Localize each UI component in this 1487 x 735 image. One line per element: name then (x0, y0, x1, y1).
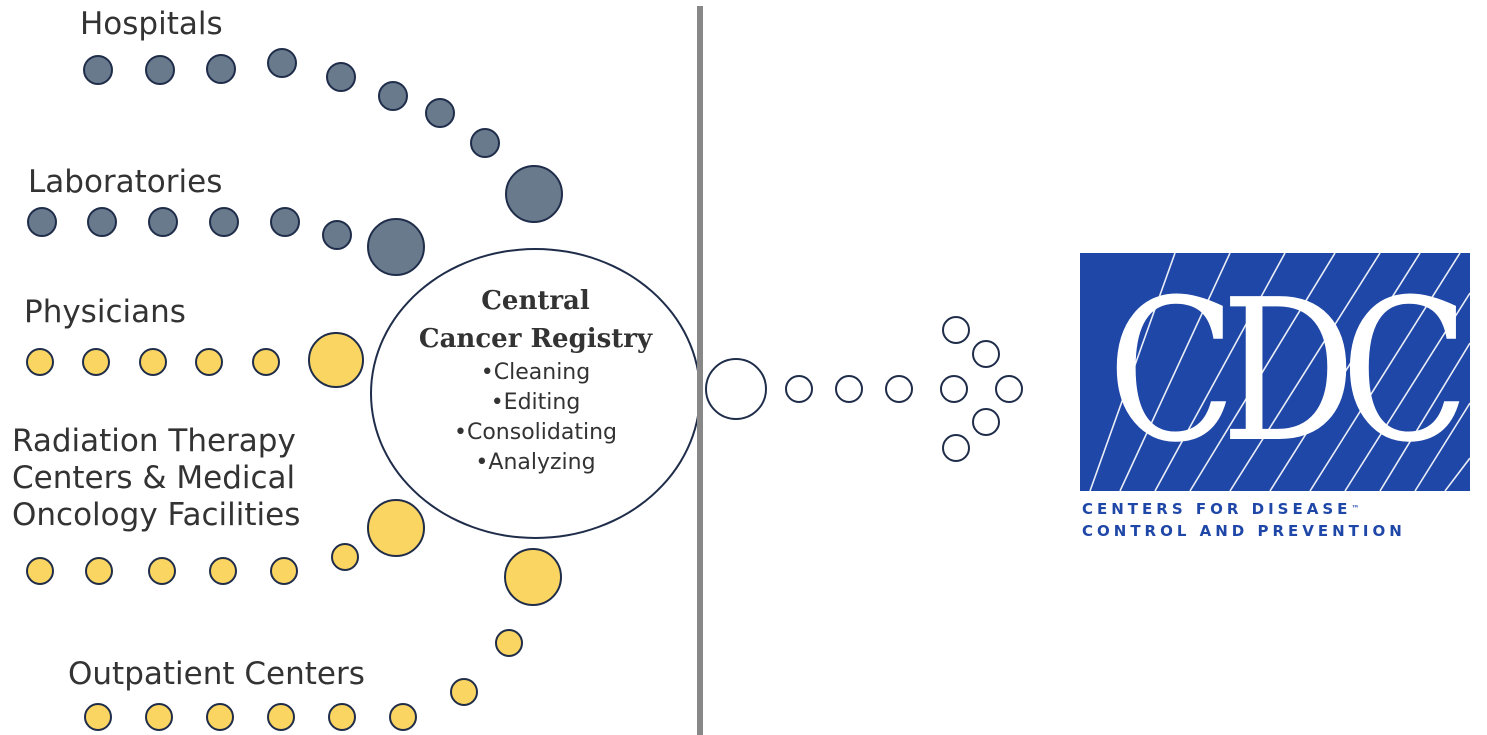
laboratories-flow (27, 207, 425, 276)
registry-step: •Analyzing (475, 450, 596, 475)
logo-tagline: CENTERS FOR DISEASE™ CONTROL AND PREVENT… (1082, 498, 1482, 542)
dot (26, 557, 54, 585)
label-line: Physicians (24, 294, 186, 330)
dot (145, 703, 173, 731)
output-flow (705, 316, 1023, 462)
dot (252, 348, 280, 376)
dot (504, 548, 562, 606)
dot (87, 207, 117, 237)
tagline-line-2: CONTROL AND PREVENTION (1082, 522, 1406, 540)
dot (206, 703, 234, 731)
label-line: Oncology Facilities (12, 497, 301, 533)
dot (148, 207, 178, 237)
dot (705, 358, 767, 420)
dot (270, 207, 300, 237)
source-label-radiation: Radiation Therapy Centers & Medical Onco… (12, 423, 300, 534)
registry-title-line: Central (481, 286, 590, 316)
dot (209, 207, 239, 237)
dot (835, 375, 863, 403)
dot (940, 375, 968, 403)
dot (308, 332, 364, 388)
dot (425, 98, 455, 128)
registry-title: Central Cancer Registry (370, 282, 701, 358)
dot (267, 48, 297, 78)
logo-letters: CDC (1107, 258, 1469, 486)
dot (450, 678, 478, 706)
dot (83, 55, 113, 85)
dot (972, 340, 1000, 368)
dot (785, 375, 813, 403)
registry-step: •Cleaning (480, 360, 591, 385)
tagline-text: CENTERS FOR DISEASE (1082, 500, 1352, 518)
dot (328, 703, 356, 731)
dot (84, 703, 112, 731)
label-line: Hospitals (80, 6, 223, 42)
dot (27, 207, 57, 237)
dot (85, 557, 113, 585)
physicians-flow (26, 332, 364, 388)
dot (267, 703, 295, 731)
outpatient-flow (84, 548, 562, 731)
dot (942, 316, 970, 344)
registry-text: Central Cancer Registry •Cleaning •Editi… (370, 282, 701, 478)
dot (885, 375, 913, 403)
registry-step: •Consolidating (454, 420, 617, 445)
source-label-laboratories: Laboratories (28, 164, 222, 201)
label-line: Radiation Therapy (12, 423, 296, 459)
source-label-outpatient: Outpatient Centers (68, 656, 365, 693)
label-line: Outpatient Centers (68, 656, 365, 692)
dot (367, 218, 425, 276)
dot (322, 220, 352, 250)
dot (505, 165, 563, 223)
cdc-logo: CDC (1080, 253, 1470, 491)
dot (145, 55, 175, 85)
dot (209, 557, 237, 585)
dot (378, 81, 408, 111)
source-label-physicians: Physicians (24, 294, 186, 331)
label-line: Centers & Medical (12, 460, 296, 496)
source-label-hospitals: Hospitals (80, 6, 223, 43)
dot (82, 348, 110, 376)
registry-title-line: Cancer Registry (418, 324, 653, 354)
registry-circle (370, 248, 701, 539)
registry-step: •Editing (490, 390, 581, 415)
dot (389, 703, 417, 731)
dot (995, 375, 1023, 403)
dot (367, 499, 425, 557)
dot (195, 348, 223, 376)
divider (697, 6, 703, 735)
dot (495, 629, 523, 657)
dot (326, 62, 356, 92)
dot (972, 408, 1000, 436)
radiation-flow (26, 499, 425, 585)
trademark-mark: ™ (1351, 504, 1360, 513)
dot (470, 128, 500, 158)
dot (206, 54, 236, 84)
dot (26, 348, 54, 376)
dot (331, 543, 359, 571)
tagline-line-1: CENTERS FOR DISEASE™ (1082, 498, 1482, 520)
dot (139, 348, 167, 376)
dot (942, 434, 970, 462)
dot (270, 557, 298, 585)
label-line: Laboratories (28, 164, 223, 200)
dot (148, 557, 176, 585)
hospitals-flow (83, 48, 563, 223)
logo-rays (1089, 253, 1470, 491)
